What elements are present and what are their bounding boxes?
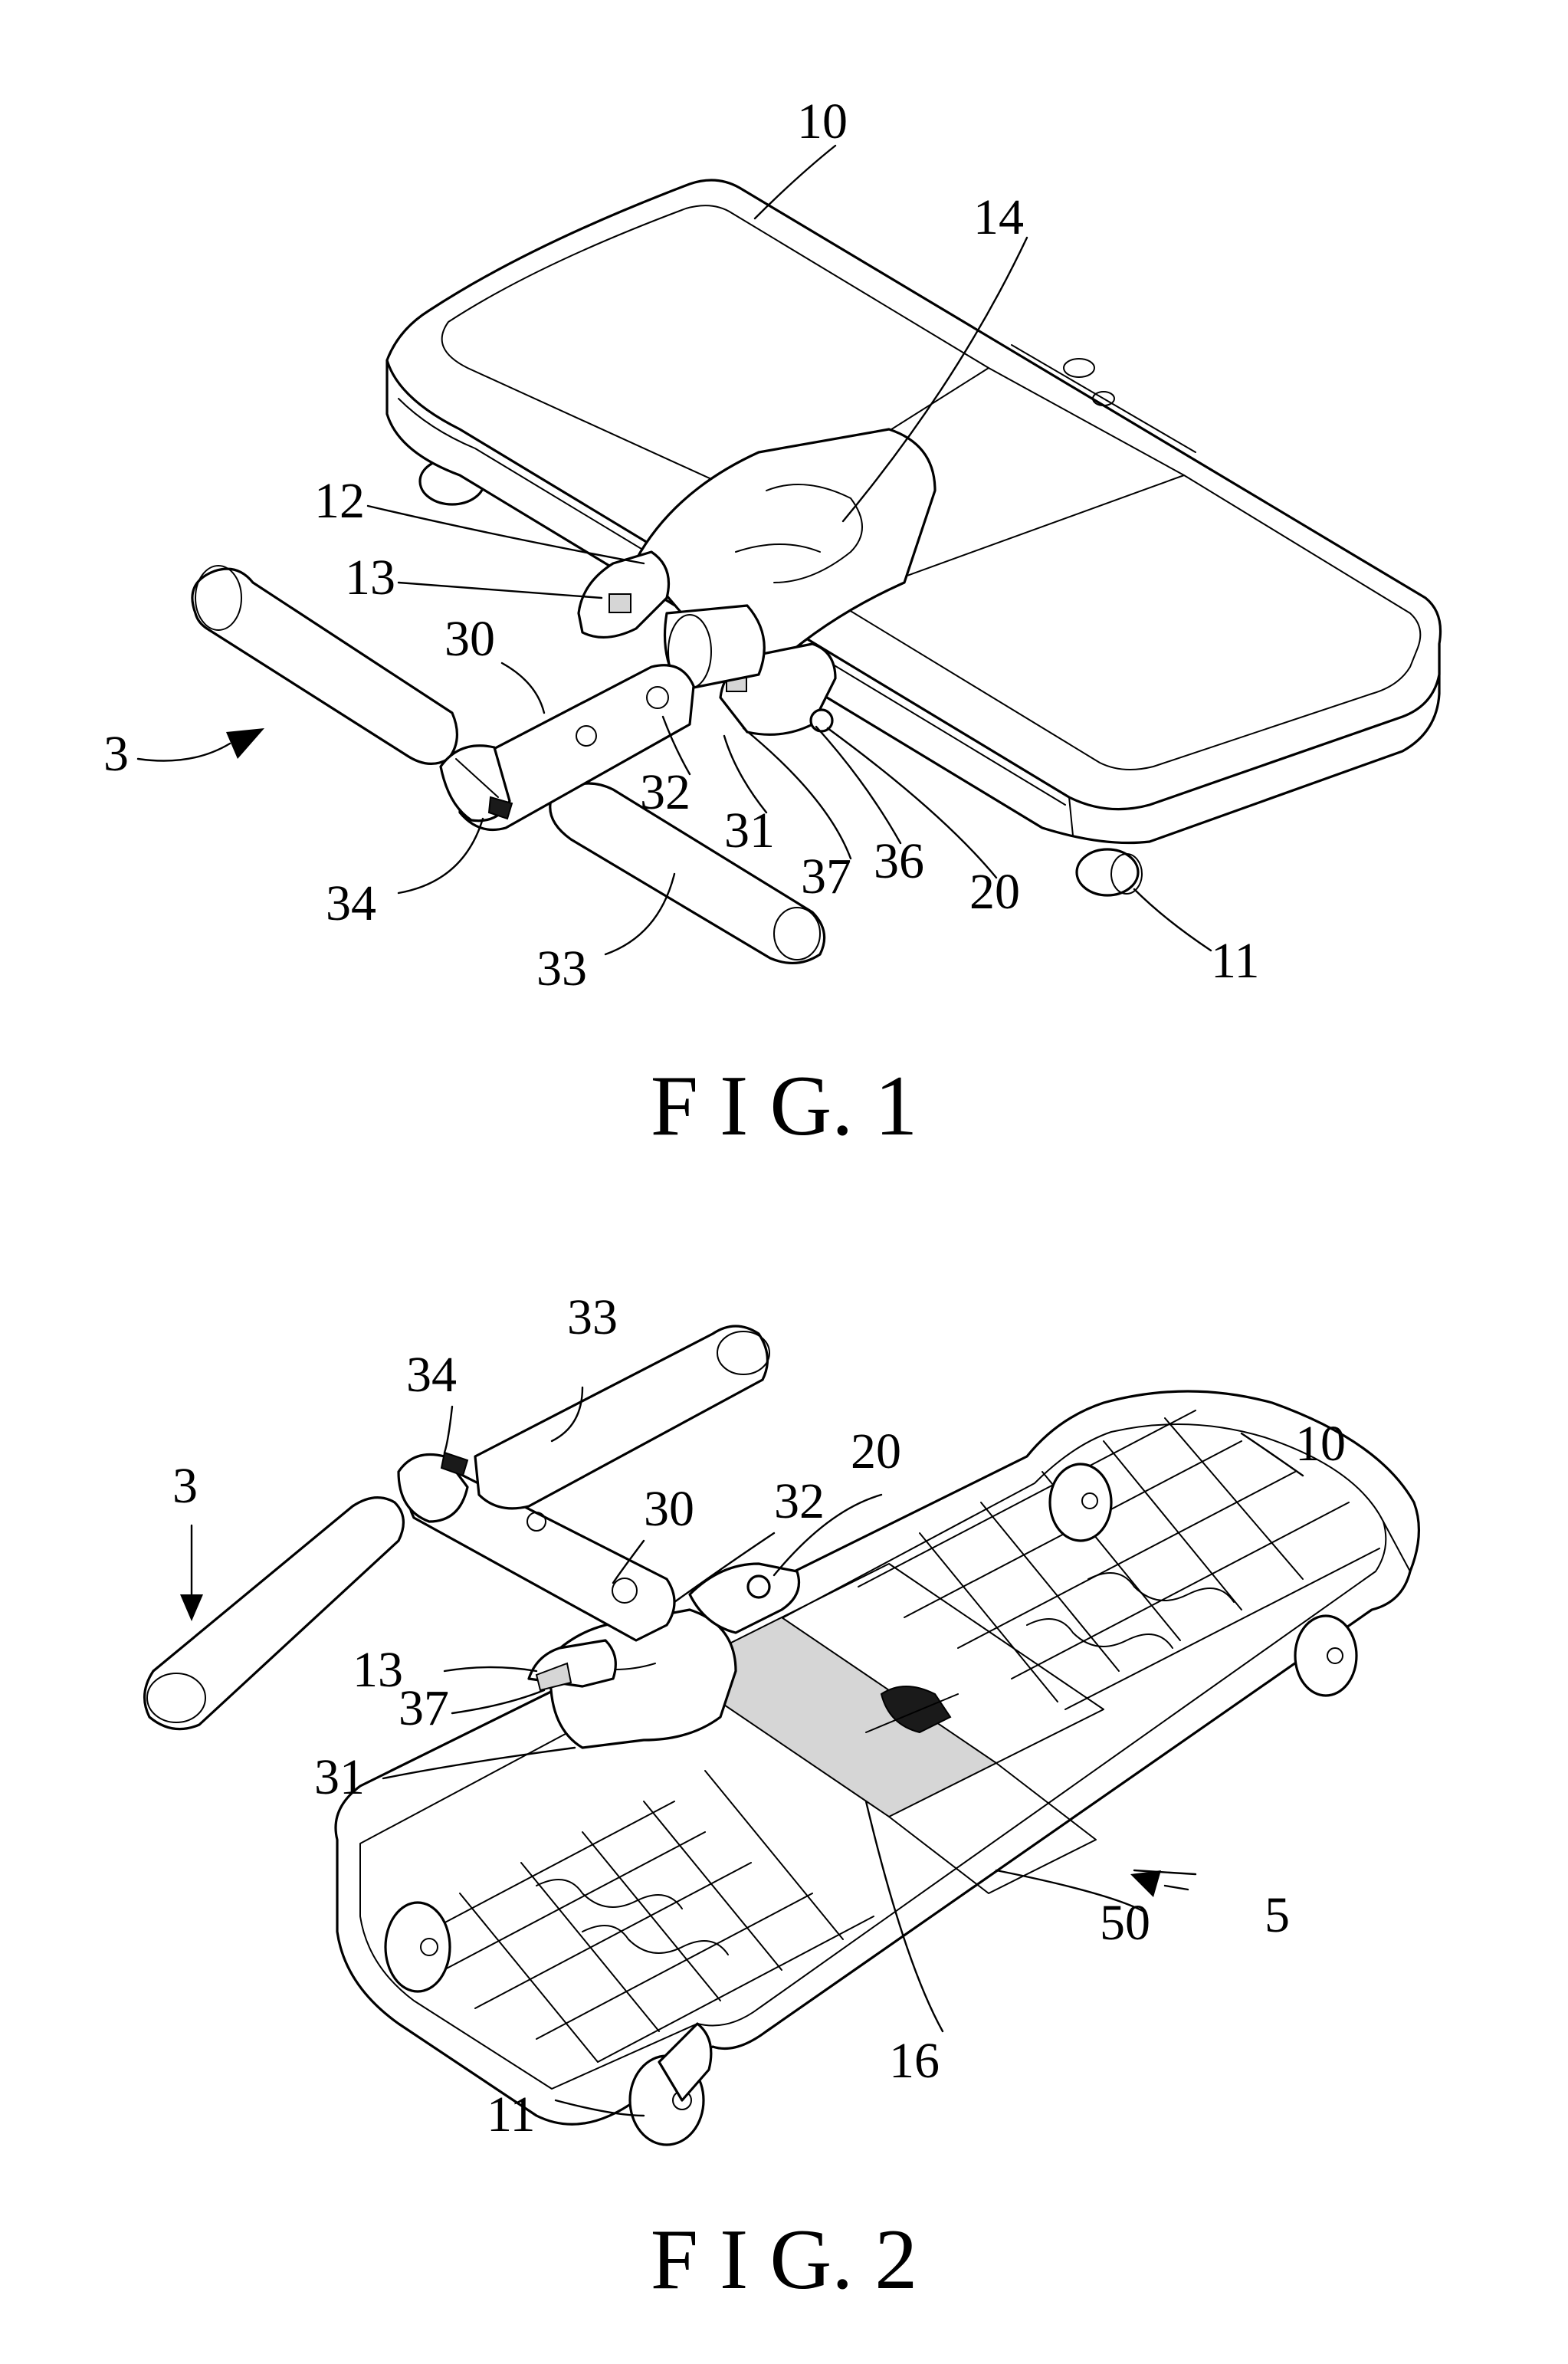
ref-36: 36 (874, 833, 924, 889)
ref-50: 50 (1100, 1895, 1150, 1951)
ref-30: 30 (644, 1481, 694, 1537)
ref-34: 34 (406, 1347, 457, 1403)
ref-30: 30 (444, 611, 495, 667)
ref-10: 10 (1295, 1416, 1346, 1472)
fig2-handle-assembly (145, 1326, 799, 1748)
figure-2-caption: F I G. 2 (651, 2212, 917, 2307)
ref-11: 11 (487, 2087, 536, 2142)
ref-13: 13 (345, 550, 395, 606)
ref-10: 10 (797, 94, 848, 149)
ref-37: 37 (399, 1680, 449, 1736)
ref-37: 37 (801, 849, 851, 905)
ref-20: 20 (969, 864, 1020, 920)
ref-3: 3 (172, 1458, 198, 1514)
ref-31: 31 (314, 1749, 365, 1805)
ref-13: 13 (353, 1642, 403, 1698)
ref-33: 33 (567, 1289, 618, 1345)
ref-11: 11 (1211, 933, 1260, 989)
ref-16: 16 (889, 2033, 940, 2089)
ref-33: 33 (536, 941, 587, 996)
figure-2: 33 34 20 10 3 30 32 13 37 31 50 5 16 11 … (145, 1289, 1419, 2307)
figure-1-caption: F I G. 1 (651, 1059, 917, 1154)
ref-31: 31 (724, 803, 775, 859)
figure-1: 10 14 12 13 30 3 32 31 37 36 20 34 33 11… (103, 94, 1441, 1154)
ref-32: 32 (774, 1473, 825, 1529)
ref-3: 3 (103, 726, 129, 782)
ref-12: 12 (314, 473, 365, 529)
ref-14: 14 (973, 189, 1024, 245)
ref-20: 20 (851, 1423, 901, 1479)
ref-5: 5 (1265, 1887, 1290, 1943)
ref-34: 34 (326, 875, 376, 931)
ref-32: 32 (640, 764, 691, 820)
